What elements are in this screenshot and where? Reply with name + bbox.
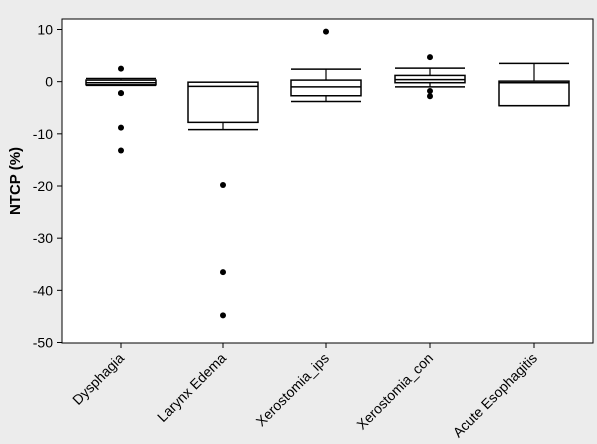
x-tick-label: Xerostomia_ips bbox=[253, 350, 333, 430]
y-tick-label: -20 bbox=[33, 178, 53, 194]
y-tick-label: -10 bbox=[33, 126, 53, 142]
outlier-point bbox=[118, 147, 124, 154]
box-acute-esophagitis bbox=[498, 62, 570, 107]
outlier-point bbox=[220, 181, 226, 188]
box-dysphagia bbox=[85, 65, 157, 154]
box-larynx-edema bbox=[187, 81, 259, 319]
iqr-box bbox=[187, 81, 259, 124]
y-tick-label: -40 bbox=[33, 282, 53, 298]
outlier-point bbox=[220, 312, 226, 319]
y-axis-title: NTCP (%) bbox=[7, 147, 24, 215]
outlier-point bbox=[427, 88, 433, 95]
outlier-point bbox=[220, 269, 226, 276]
box-xerostomia-ips bbox=[290, 28, 362, 103]
y-tick-label: 10 bbox=[37, 22, 53, 38]
y-axis: 10 0 -10 -20 -30 -40 -50 bbox=[33, 22, 62, 351]
x-tick-label: Dysphagia bbox=[69, 350, 127, 408]
box-xerostomia-con bbox=[394, 54, 466, 100]
iqr-box bbox=[290, 79, 362, 97]
y-tick-label: 0 bbox=[45, 74, 53, 90]
boxes-layer bbox=[85, 28, 570, 319]
x-tick-label: Acute Esophagitis bbox=[450, 350, 541, 441]
outlier-point bbox=[118, 124, 124, 131]
outlier-point bbox=[323, 28, 329, 35]
outlier-point bbox=[118, 90, 124, 97]
outlier-point bbox=[427, 54, 433, 61]
y-tick-label: -30 bbox=[33, 230, 53, 246]
outlier-point bbox=[118, 65, 124, 72]
y-tick-label: -50 bbox=[33, 335, 53, 351]
x-tick-label: Larynx Edema bbox=[154, 350, 229, 425]
iqr-box bbox=[498, 80, 570, 107]
outlier-point bbox=[427, 93, 433, 100]
x-tick-label: Xerostomia_con bbox=[353, 350, 436, 433]
plot-area bbox=[61, 18, 594, 344]
